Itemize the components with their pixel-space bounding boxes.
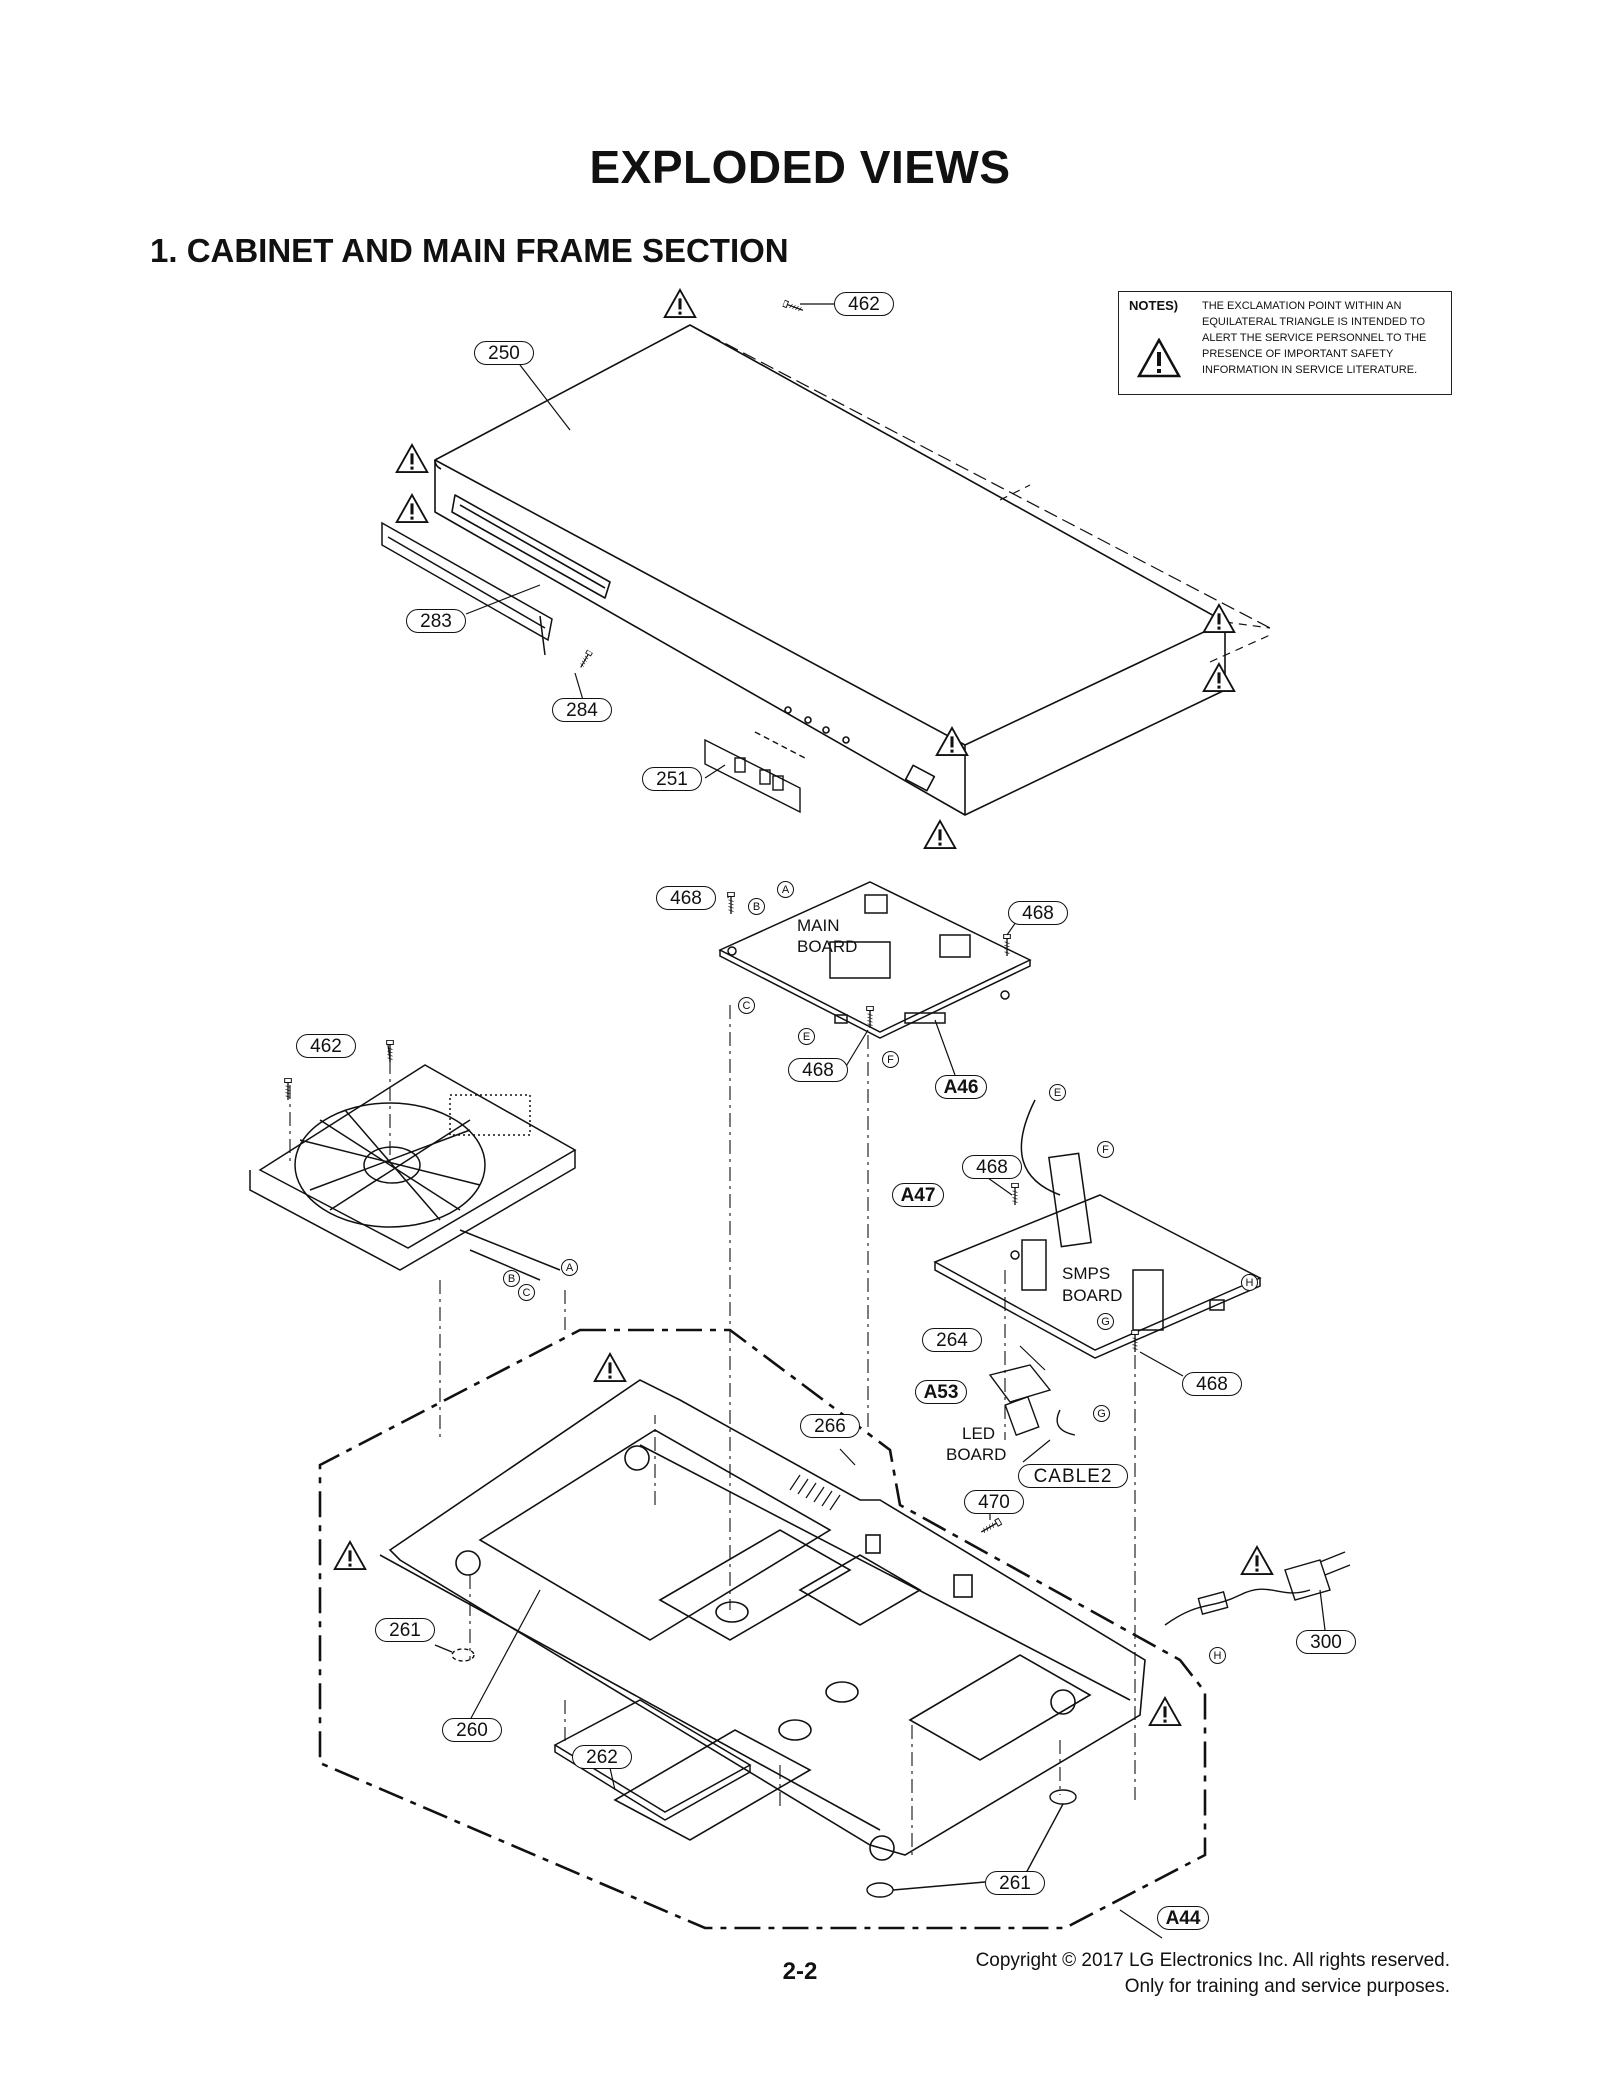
warning-triangle-icon xyxy=(1240,1545,1274,1576)
foot-261-left xyxy=(434,1644,475,1662)
screw-468-a xyxy=(726,892,736,915)
copyright: Copyright © 2017 LG Electronics Inc. All… xyxy=(976,1948,1450,2000)
assembly-a44-label: A44 xyxy=(1157,1906,1209,1930)
warning-triangle-icon xyxy=(333,1540,367,1571)
part-251-label: 251 xyxy=(642,767,702,791)
main-board-label-1: MAIN xyxy=(797,916,840,935)
warning-triangle-icon xyxy=(593,1352,627,1383)
warning-triangle-icon xyxy=(1202,662,1236,693)
assembly-a46-label: A46 xyxy=(935,1075,987,1099)
part-300-label: 300 xyxy=(1296,1630,1356,1654)
connector-e-main: E xyxy=(798,1028,815,1045)
cable2-label: CABLE2 xyxy=(1018,1464,1128,1488)
smps-board-label-1: SMPS xyxy=(1062,1264,1111,1283)
assembly-guide-lines xyxy=(289,1005,1136,1860)
warning-triangle-icon xyxy=(1148,1696,1182,1727)
warning-triangle-icon xyxy=(663,288,697,319)
main-board-label-2: BOARD xyxy=(797,937,858,956)
connector-c-main: C xyxy=(738,997,755,1014)
connector-e-smps: E xyxy=(1049,1084,1066,1101)
part-250-label: 250 xyxy=(474,341,534,365)
connector-g-smps: G xyxy=(1097,1313,1114,1330)
bracket-251 xyxy=(704,731,806,814)
screw-468-e xyxy=(1130,1330,1140,1353)
part-468-d-label: 468 xyxy=(962,1155,1022,1179)
assembly-a47-label: A47 xyxy=(892,1183,944,1207)
bottom-plate-262 xyxy=(553,1699,752,1821)
part-468-b-label: 468 xyxy=(1008,901,1068,925)
screw-470 xyxy=(978,1517,1003,1536)
section-title: 1. CABINET AND MAIN FRAME SECTION xyxy=(150,232,789,269)
connector-f-main: F xyxy=(882,1051,899,1068)
connector-a-main: A xyxy=(777,881,794,898)
page-number: 2-2 xyxy=(782,1958,818,1985)
part-284-label: 284 xyxy=(552,698,612,722)
disc-drive xyxy=(249,1064,577,1281)
led-board-label-1: LED xyxy=(962,1424,996,1443)
connector-c-drive: C xyxy=(518,1284,535,1301)
copyright-line-1: Copyright © 2017 LG Electronics Inc. All… xyxy=(975,1950,1450,1971)
connector-h-smps: H xyxy=(1241,1274,1258,1291)
leader-lines xyxy=(387,303,1326,1939)
part-266-label: 266 xyxy=(800,1414,860,1438)
connector-h-cord: H xyxy=(1209,1647,1226,1664)
part-261-bottom-label: 261 xyxy=(985,1871,1045,1895)
screw-468-c xyxy=(865,1006,875,1029)
warning-triangle-icon xyxy=(1137,338,1181,378)
part-262-label: 262 xyxy=(572,1745,632,1769)
copyright-line-2: Only for training and service purposes. xyxy=(1124,1976,1450,1997)
screw-462-top xyxy=(781,299,805,314)
part-462-top-label: 462 xyxy=(834,292,894,316)
led-board-label-2: BOARD xyxy=(946,1445,1007,1464)
notes-text: THE EXCLAMATION POINT WITHIN AN EQUILATE… xyxy=(1202,300,1427,376)
notes-box: NOTES) THE EXCLAMATION POINT WITHIN AN E… xyxy=(1118,291,1452,395)
connector-b-main: B xyxy=(748,898,765,915)
warning-triangle-icon xyxy=(1202,603,1236,634)
part-261-left-label: 261 xyxy=(375,1618,435,1642)
warning-triangle-icon xyxy=(395,493,429,524)
part-468-a-label: 468 xyxy=(656,886,716,910)
screw-468-d xyxy=(1010,1183,1020,1206)
connector-f-smps: F xyxy=(1097,1141,1114,1158)
top-cabinet xyxy=(434,324,1271,816)
main-frame xyxy=(379,1379,1146,1861)
part-260-label: 260 xyxy=(442,1718,502,1742)
a44-dashed-outline xyxy=(318,1328,1207,1930)
power-cord xyxy=(1164,1551,1351,1626)
connector-b-drive: B xyxy=(503,1270,520,1287)
part-470-label: 470 xyxy=(964,1490,1024,1514)
page-title: EXPLODED VIEWS xyxy=(589,141,1011,193)
smps-board xyxy=(933,1099,1262,1359)
part-264-label: 264 xyxy=(922,1328,982,1352)
warning-triangle-icon xyxy=(395,443,429,474)
screw-284 xyxy=(577,649,594,670)
main-board xyxy=(718,881,1032,1039)
smps-board-label-2: BOARD xyxy=(1062,1286,1123,1305)
screw-468-b xyxy=(1002,934,1012,957)
notes-label: NOTES) xyxy=(1129,298,1179,313)
assembly-a53-label: A53 xyxy=(915,1380,967,1404)
led-board xyxy=(988,1364,1076,1437)
part-468-c-label: 468 xyxy=(788,1058,848,1082)
warning-triangle-icon xyxy=(923,819,957,850)
foot-261-right xyxy=(866,1789,1077,1898)
part-283-label: 283 xyxy=(406,609,466,633)
connector-g-led: G xyxy=(1093,1405,1110,1422)
part-462-left-label: 462 xyxy=(296,1034,356,1058)
connector-a-drive: A xyxy=(561,1259,578,1276)
front-panel-283 xyxy=(381,521,553,656)
part-468-e-label: 468 xyxy=(1182,1372,1242,1396)
